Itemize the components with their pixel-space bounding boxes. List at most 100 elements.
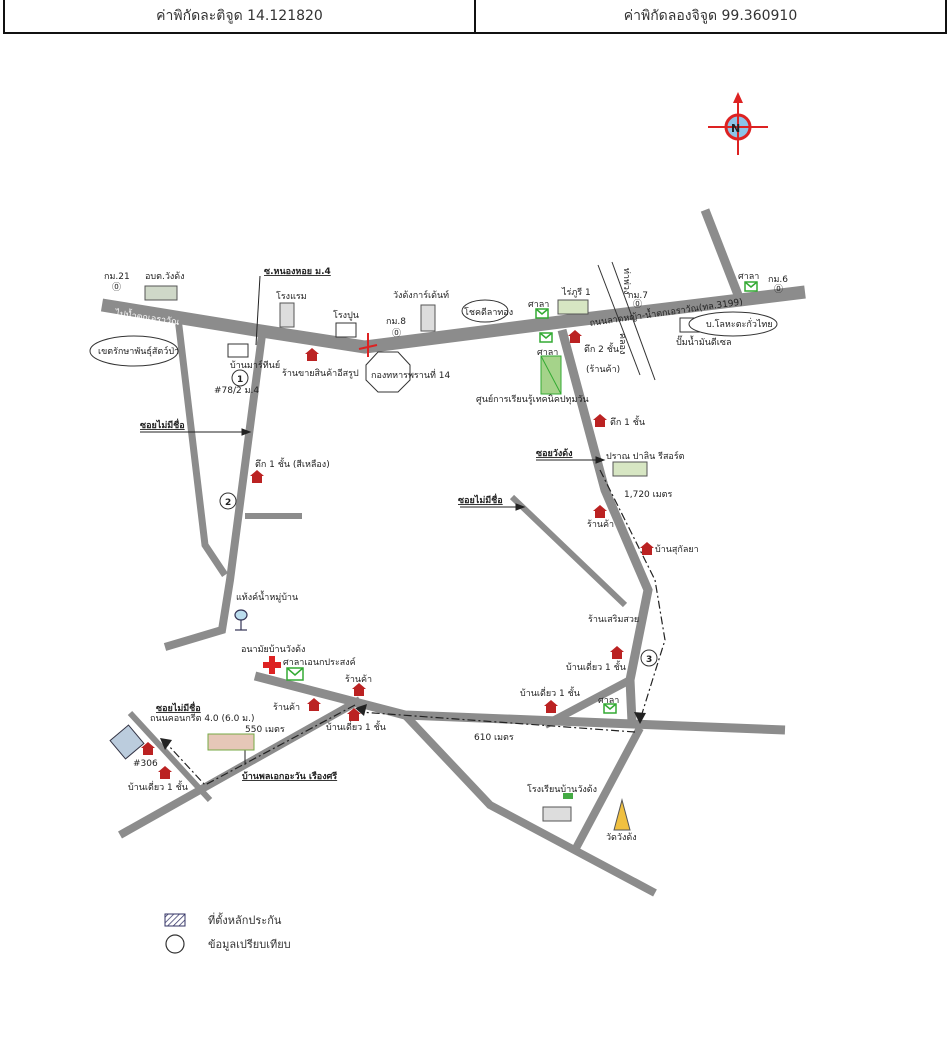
resort-icon <box>612 461 648 477</box>
house-icon <box>544 700 558 713</box>
dist-1720-label: 1,720 เมตร <box>624 490 672 500</box>
sala-icon <box>603 703 617 714</box>
house-icon <box>352 683 366 696</box>
health-cross-icon <box>263 656 281 674</box>
km21-label: กม.21 <box>104 272 130 282</box>
plc-label: บ.โลหะตะกั่วไทย <box>706 317 773 330</box>
num306-label: #306 <box>133 759 158 769</box>
direction-route <box>167 469 666 786</box>
svg-text:N: N <box>731 122 740 135</box>
legend: ที่ตั้งหลักประกัน ข้อมูลเปรียบเทียบ <box>164 908 291 956</box>
ban-single4-label: บ้านเดี่ยว 1 ชั้น <box>128 780 188 793</box>
legend-comparison-label: ข้อมูลเปรียบเทียบ <box>208 938 291 951</box>
soi-nongyoi-label: ซ.หนองหอย ม.4 <box>264 267 331 277</box>
north-compass-icon: N <box>708 92 768 155</box>
hotel-label: โรงแรม <box>276 291 307 302</box>
temple-label: วัดวังด้ง <box>606 832 637 843</box>
ban-sukaya-label: บ้านสุกัลยา <box>655 544 699 555</box>
kormthahan-label: กองทหารพรานที่ 14 <box>371 368 450 381</box>
pump-label: ปั๊มน้ำมันดีเซล <box>676 335 731 348</box>
tuk1-yellow-label: ตึก 1 ชั้น (สีเหลือง) <box>255 457 330 470</box>
center-label: ศูนย์การเรียนรู้เทคนิคปทุมวัน <box>476 393 589 405</box>
house-icon <box>141 742 155 755</box>
collateral-legend-icon <box>164 913 186 927</box>
west-diagonal <box>127 710 213 803</box>
ban-single1-label: บ้านเดี่ยว 1 ชั้น <box>566 660 626 673</box>
soi-wangdong <box>557 328 653 723</box>
sala-icon <box>539 332 553 343</box>
shop4-label: ร้านค้า <box>273 702 300 713</box>
legend-row-collateral: ที่ตั้งหลักประกัน <box>164 908 291 932</box>
soi-nameless1-label: ซอยไม่มีชื่อ <box>140 418 185 431</box>
num78-label: #78/2 ม.4 <box>214 386 259 396</box>
km6-marker: ⓪ <box>774 284 783 295</box>
legend-collateral-label: ที่ตั้งหลักประกัน <box>208 914 282 927</box>
house-icon <box>305 348 319 361</box>
school-label: โรงเรียนบ้านวังด้ง <box>527 784 597 795</box>
hotel-icon <box>279 302 295 328</box>
west-soi <box>174 317 228 577</box>
soi-nameless3-label: ซอยไม่มีชื่อ <box>156 701 201 714</box>
cement-label: โรงปูน <box>333 310 359 321</box>
health-label: อนามัยบ้านวังด้ง <box>241 644 305 655</box>
house-icon <box>593 414 607 427</box>
point-1-marker <box>231 369 249 387</box>
shop3-label: ร้านค้า <box>345 674 372 685</box>
dist-550-label: 550 เมตร <box>245 725 285 735</box>
point-1-label: 1 <box>237 375 243 385</box>
village-label: บ้านพลเอกอะวัน เรืองศรี <box>242 770 337 782</box>
raiphu-label: ไร่ภูรี 1 <box>561 287 591 298</box>
tamnak-oval <box>89 335 179 367</box>
sala-icon <box>286 667 304 681</box>
house-icon <box>640 542 654 555</box>
concrete-label: ถนนคอนกรีต 4.0 (6.0 ม.) <box>150 713 254 724</box>
km7-marker: ⓪ <box>633 299 642 310</box>
water-tank-icon <box>234 609 248 631</box>
km7-label: กม.7 <box>628 291 648 301</box>
school-road <box>402 712 657 897</box>
school-icon <box>542 806 572 822</box>
wangdong-building-icon <box>420 304 436 332</box>
soi-nongyoi <box>163 334 266 651</box>
martin-house-icon <box>227 343 249 358</box>
house-icon <box>610 646 624 659</box>
tuk2-label: ตึก 2 ชั้น <box>584 342 619 355</box>
house-icon <box>568 330 582 343</box>
sw-road <box>118 696 362 839</box>
point-2-marker <box>219 492 237 510</box>
raiphu-icon <box>557 299 589 315</box>
soi-nameless2-label: ซอยไม่มีชื่อ <box>458 493 503 506</box>
callout-shapes <box>89 299 778 667</box>
house-icon <box>250 470 264 483</box>
sala-icon <box>744 281 758 292</box>
comparison-legend-icon <box>165 934 185 954</box>
plc-oval <box>688 311 778 337</box>
watertank-label: แท้งค์น้ำหมู่บ้าน <box>236 590 298 603</box>
km8-marker: ⓪ <box>392 328 401 339</box>
sala1-label: ศาลา <box>528 300 549 310</box>
ban-martin-label: บ้านมาร์ทีนย์ <box>230 359 280 371</box>
sala3-label: ศาลา <box>598 696 619 706</box>
point-2-label: 2 <box>225 498 231 508</box>
tamnak-label: เขตรักษาพันธุ์สัตว์ป่า <box>98 345 179 357</box>
house-icon <box>158 766 172 779</box>
village-icon <box>207 733 255 751</box>
km6-label: กม.6 <box>768 275 788 285</box>
ban-single3-label: บ้านเดี่ยว 1 ชั้น <box>520 686 580 699</box>
obt-building-icon <box>144 285 178 301</box>
house-icon <box>593 505 607 518</box>
point-3-marker <box>640 649 658 667</box>
pointer-arrows <box>140 275 606 765</box>
km21-marker: ⓪ <box>112 282 121 293</box>
ne-road <box>700 208 745 302</box>
obt-label: อบต.วังด้ง <box>145 271 185 282</box>
longitude-cell: ค่าพิกัดลองจิจูด 99.360910 <box>474 0 947 34</box>
tha-phuang-label: ท่าพ่วง <box>621 268 631 294</box>
sala-icons <box>286 281 758 714</box>
canal <box>597 261 656 381</box>
sala2-label: ศาลา <box>537 348 558 358</box>
point-3-label: 3 <box>646 655 652 665</box>
khlong-label: คลอง <box>617 333 627 354</box>
km8-label: กม.8 <box>386 317 406 327</box>
house-icon <box>347 708 361 721</box>
